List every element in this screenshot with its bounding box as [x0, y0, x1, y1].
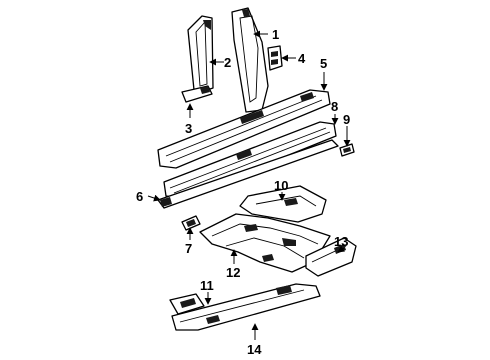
callout-2: 2: [224, 55, 231, 70]
callout-4: 4: [298, 51, 306, 66]
callout-10: 10: [274, 178, 288, 193]
callout-3: 3: [185, 121, 192, 136]
part-clip: [181, 215, 201, 231]
callout-8: 8: [331, 99, 338, 114]
leader-lines: [147, 30, 351, 340]
callout-14: 14: [247, 342, 262, 357]
part-inner-rocker: [163, 121, 337, 199]
callout-12: 12: [226, 265, 240, 280]
part-pillar-trim: [187, 15, 214, 93]
callout-9: 9: [343, 112, 350, 127]
callout-labels: 1 2 3 4 5 6 7 8 9 10 11 12 13 14: [136, 27, 350, 357]
part-sill-strip: [157, 139, 339, 209]
part-lower-rail: [171, 283, 321, 331]
callout-11: 11: [200, 278, 214, 293]
callout-13: 13: [334, 234, 348, 249]
callout-1: 1: [272, 27, 279, 42]
part-sill-reinforcement: [169, 293, 205, 315]
part-crossmember: [239, 185, 327, 223]
part-rocker-panel: [157, 89, 331, 169]
callout-6: 6: [136, 189, 143, 204]
callout-5: 5: [320, 56, 327, 71]
part-pillar-base: [181, 85, 213, 103]
callout-7: 7: [185, 241, 192, 256]
part-center-pillar: [231, 7, 269, 113]
part-bracket: [267, 45, 283, 71]
